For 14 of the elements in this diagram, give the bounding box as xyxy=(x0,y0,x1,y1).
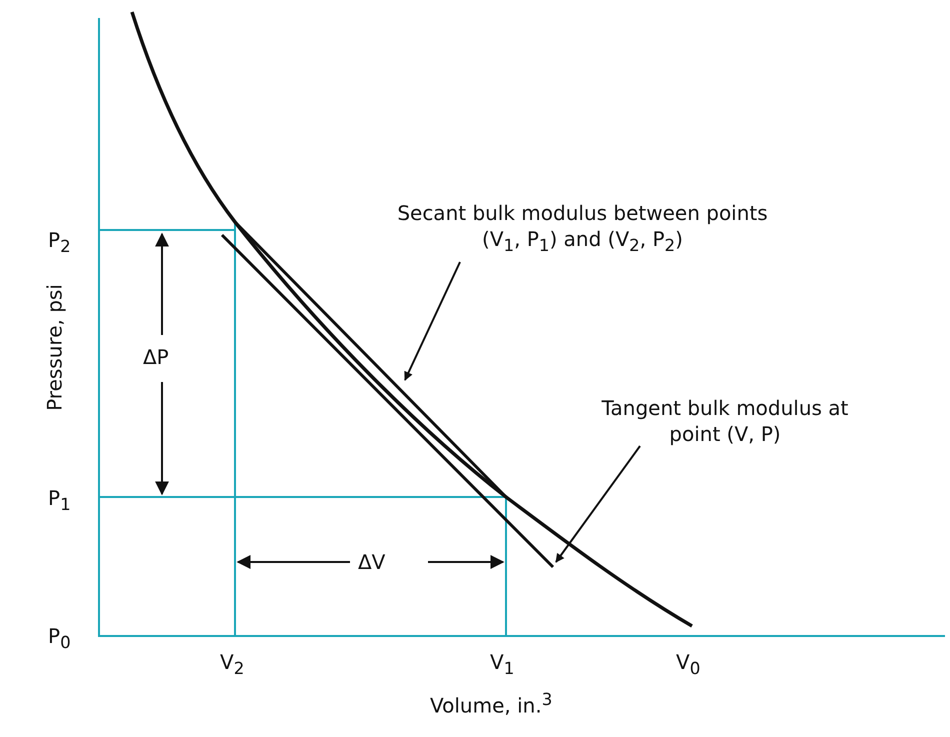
axis-tick-label: V$_{1}$ xyxy=(490,650,514,680)
axis-title: Pressure, psi xyxy=(42,283,68,413)
dimension-label: ΔP xyxy=(143,345,169,370)
callout-text: Tangent bulk modulus at point (V, P) xyxy=(590,395,860,447)
axis-tick-label: P$_{2}$ xyxy=(48,228,71,258)
axis-tick-label: V$_{2}$ xyxy=(220,650,244,680)
axis-tick-label: P$_{0}$ xyxy=(48,624,71,654)
axis-tick-label: V$_{0}$ xyxy=(676,650,700,680)
dimension-label: ΔV xyxy=(358,550,386,575)
axis-tick-label: P$_{1}$ xyxy=(48,486,71,516)
leader-arrow xyxy=(555,445,641,563)
leader-arrow xyxy=(404,262,461,381)
callout-text: Secant bulk modulus between points (V$_{1}$, P$_{1}$) and (V$_{2}$, P$_{2}$) xyxy=(395,200,770,257)
axis-title: Volume, in.$^{3}$ xyxy=(430,690,552,719)
